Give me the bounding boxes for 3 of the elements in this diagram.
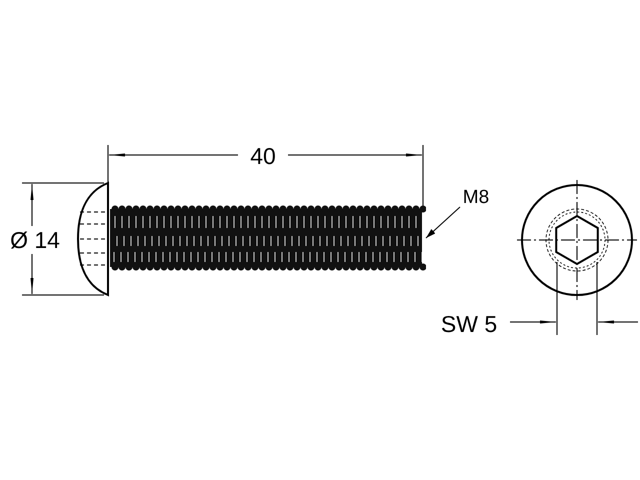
callout-label: M8 bbox=[458, 186, 494, 208]
thread-drawing bbox=[108, 205, 426, 271]
leader-line bbox=[426, 206, 460, 238]
